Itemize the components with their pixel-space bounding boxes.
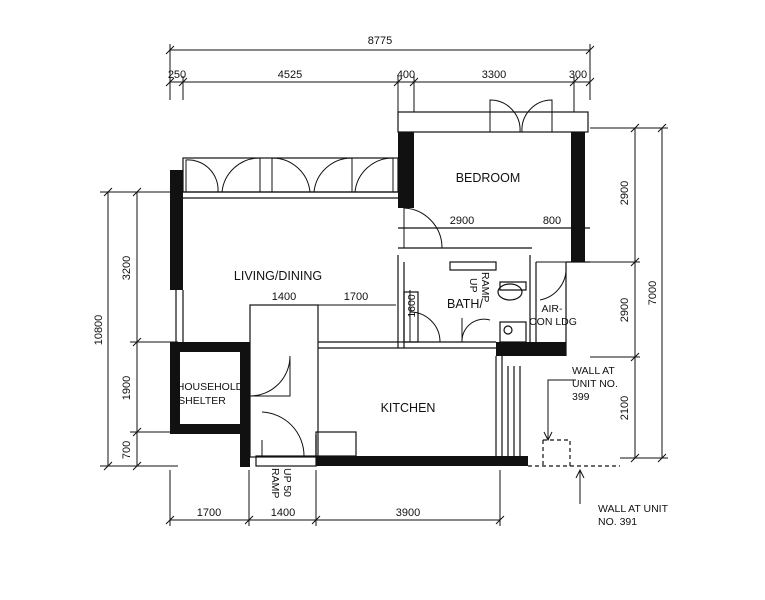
room-label-bath: BATH/ xyxy=(447,297,483,311)
inner-dimensions xyxy=(250,227,590,342)
room-label-household-2: SHELTER xyxy=(178,395,226,407)
dim-bottom-2: 1400 xyxy=(271,507,295,519)
bottom-dimension-lines xyxy=(165,470,505,526)
neighbour-wall-dashed xyxy=(528,379,620,504)
entry-ramp-label-1: RAMP xyxy=(269,468,281,498)
note-wall-399-line-1: WALL AT xyxy=(572,365,615,377)
dim-top-1: 250 xyxy=(168,69,186,81)
dim-top-2: 4525 xyxy=(278,69,302,81)
note-wall-399-line-2: UNIT NO. xyxy=(572,378,618,390)
note-wall-399-line-3: 399 xyxy=(572,391,590,403)
dim-overall-width: 8775 xyxy=(368,35,392,47)
dim-inner-bedroom-1: 2900 xyxy=(450,215,474,227)
note-wall-391-line-2: NO. 391 xyxy=(598,516,637,528)
dim-right-1: 2900 xyxy=(619,181,631,205)
living-sliding-doors xyxy=(182,157,399,193)
left-dimension-lines xyxy=(100,187,178,471)
dim-bath-width: 1600 xyxy=(406,294,418,318)
bath-ramp-label-2: UP xyxy=(467,278,479,293)
note-wall-391-line-1: WALL AT UNIT xyxy=(598,503,669,515)
dim-left-3: 700 xyxy=(121,441,133,459)
dim-inner-bedroom-2: 800 xyxy=(543,215,561,227)
room-label-aircon-2: CON LDG xyxy=(529,316,577,328)
top-dimension-lines xyxy=(165,44,595,112)
dim-top-4: 3300 xyxy=(482,69,506,81)
right-dimension-lines xyxy=(590,123,668,463)
bath-fixtures xyxy=(403,261,527,343)
room-label-aircon-1: AIR- xyxy=(542,303,564,315)
dim-left-2: 1900 xyxy=(121,376,133,400)
dim-bottom-3: 3900 xyxy=(396,507,420,519)
doors xyxy=(249,207,567,457)
dim-right-overall: 7000 xyxy=(647,281,659,305)
dim-left-1: 3200 xyxy=(121,256,133,280)
dim-top-3: 400 xyxy=(397,69,415,81)
room-label-living-dining: LIVING/DINING xyxy=(234,269,322,283)
dim-inner-living-1: 1400 xyxy=(272,291,296,303)
room-label-household-1: HOUSEHOLD xyxy=(177,381,244,393)
dim-inner-living-2: 1700 xyxy=(344,291,368,303)
room-label-kitchen: KITCHEN xyxy=(381,401,436,415)
bedroom-window xyxy=(489,99,553,133)
dim-right-2: 2900 xyxy=(619,298,631,322)
room-label-bedroom: BEDROOM xyxy=(456,171,521,185)
entry-ramp-label-2: UP 50 xyxy=(281,468,293,497)
dim-top-5: 300 xyxy=(569,69,587,81)
dim-left-overall: 10800 xyxy=(93,315,105,346)
bath-ramp-label-1: RAMP xyxy=(479,272,491,302)
dim-right-3: 2100 xyxy=(619,396,631,420)
walls-solid xyxy=(170,132,585,467)
dim-bottom-1: 1700 xyxy=(197,507,221,519)
